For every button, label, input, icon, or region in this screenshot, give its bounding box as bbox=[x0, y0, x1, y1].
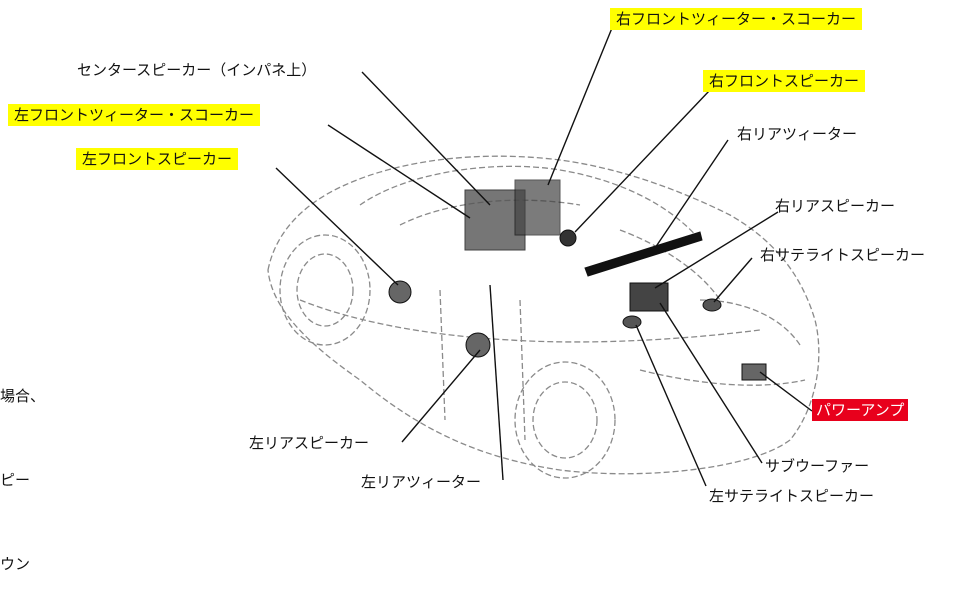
label-r-satellite: 右サテライトスピーカー bbox=[760, 246, 926, 264]
lf-speaker-icon bbox=[388, 280, 412, 304]
line-rr-speaker bbox=[654, 211, 779, 289]
label-l-satellite: 左サテライトスピーカー bbox=[709, 487, 875, 505]
line-rf-speaker bbox=[574, 89, 711, 233]
rear-tweeter-bar-icon bbox=[584, 231, 703, 277]
car-illustration bbox=[267, 155, 820, 479]
label-rf-speaker: 右フロントスピーカー bbox=[703, 70, 866, 92]
side-note-line-3: ウン bbox=[0, 555, 31, 573]
lr-speaker-icon bbox=[465, 332, 491, 358]
dash-unit-2 bbox=[514, 179, 561, 236]
line-rf-tweeter bbox=[547, 27, 613, 186]
label-subwoofer: サブウーファー bbox=[765, 457, 870, 475]
label-rr-tweeter: 右リアツィーター bbox=[737, 125, 858, 143]
side-note-line-2: ピー bbox=[0, 471, 31, 489]
label-lr-tweeter: 左リアツィーター bbox=[361, 473, 482, 491]
leader-lines bbox=[275, 27, 813, 487]
line-lr-tweeter bbox=[489, 284, 504, 481]
power-amp-box-icon bbox=[741, 363, 767, 381]
car-audio-diagram bbox=[267, 27, 820, 487]
label-lr-speaker: 左リアスピーカー bbox=[249, 434, 370, 452]
line-center-speaker bbox=[361, 71, 491, 206]
label-center-speaker: センタースピーカー（インパネ上） bbox=[77, 61, 317, 79]
line-lf-speaker bbox=[275, 167, 399, 286]
line-lr-speaker bbox=[401, 349, 481, 443]
side-note-line-1: 場合、 bbox=[0, 387, 46, 405]
l-satellite-icon bbox=[622, 315, 642, 329]
line-lf-tweeter bbox=[327, 124, 471, 219]
label-rf-tweeter-squawker: 右フロントツィーター・スコーカー bbox=[610, 8, 863, 30]
label-lf-speaker: 左フロントスピーカー bbox=[76, 148, 239, 170]
components bbox=[388, 179, 767, 381]
label-lf-tweeter-squawker: 左フロントツィーター・スコーカー bbox=[8, 104, 261, 126]
label-rr-speaker: 右リアスピーカー bbox=[775, 197, 896, 215]
r-satellite-icon bbox=[702, 298, 722, 312]
rf-speaker-icon bbox=[559, 229, 577, 247]
line-r-satellite bbox=[713, 257, 753, 303]
line-l-satellite bbox=[635, 324, 707, 487]
line-power-amp bbox=[759, 371, 813, 412]
label-power-amp: パワーアンプ bbox=[812, 399, 909, 421]
side-note-clipped: 場合、 ピー ウン bbox=[0, 326, 45, 606]
line-subwoofer bbox=[659, 302, 763, 464]
line-rr-tweeter bbox=[654, 139, 729, 249]
